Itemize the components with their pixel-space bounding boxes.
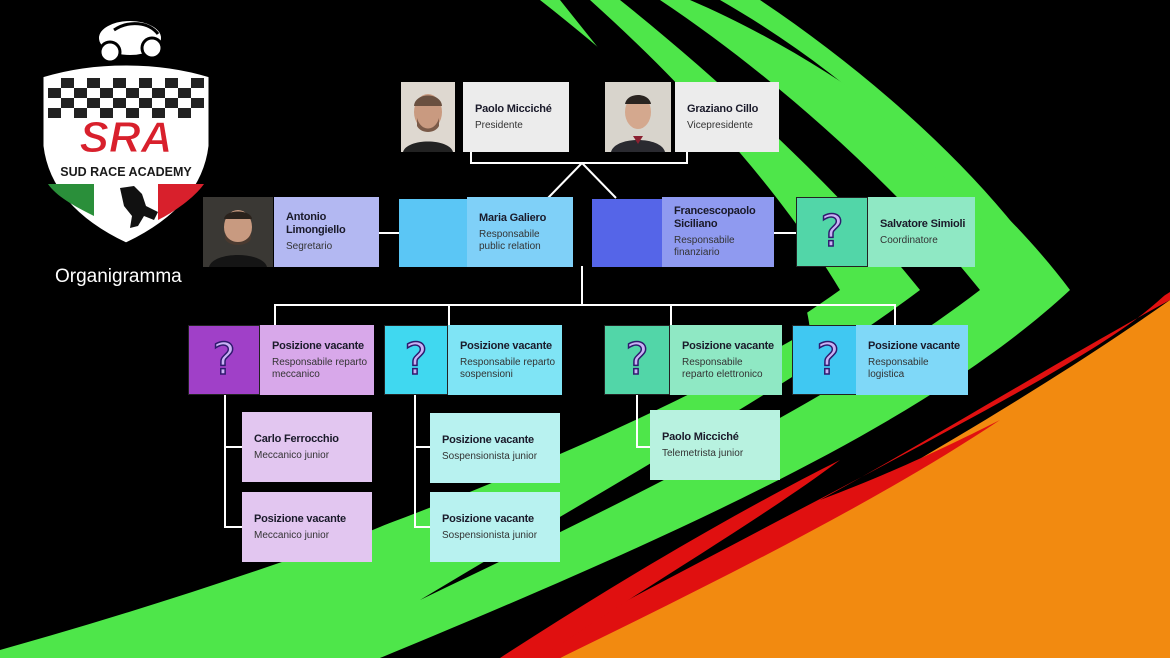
pr-card: Maria Galiero Responsabile public relati… [467, 197, 573, 267]
president-photo [401, 82, 455, 152]
pr-role: Responsabile public relation [479, 228, 541, 252]
connector-mech-v [224, 394, 226, 528]
connector-main-v [581, 266, 583, 306]
mech-head-name: Posizione vacante [272, 339, 364, 352]
checkered-flag [48, 78, 204, 118]
elec-head-placeholder: ? [604, 325, 670, 395]
connector-dept-v1 [274, 304, 276, 326]
question-mark-icon: ? [212, 334, 237, 385]
orange-area [560, 300, 1170, 658]
finance-color-block [592, 199, 662, 267]
secretary-role: Segretario [286, 241, 333, 252]
susp1-name: Posizione vacante [442, 433, 534, 446]
secretary-name: Antonio Limongiello [286, 211, 346, 236]
connector-elec-v [636, 394, 638, 448]
susp1-card: Posizione vacante Sospensionista junior [430, 413, 560, 483]
italian-flag-stripe-red [158, 184, 204, 220]
log-head-card: Posizione vacante Responsabile logistica [856, 325, 968, 395]
elec-head-card: Posizione vacante Responsabile reparto e… [670, 325, 782, 395]
susp1-role: Sospensionista junior [442, 450, 538, 462]
italy-map-icon [120, 186, 158, 228]
motorcycle-rider-icon [97, 19, 164, 64]
connector-dept-h [274, 304, 896, 306]
connector-top-v-right [686, 150, 688, 163]
connector-top-v-left [470, 150, 472, 163]
mech2-name: Posizione vacante [254, 512, 346, 525]
person-photo-icon [401, 82, 455, 152]
finance-role: Responsabile finanziario [674, 235, 735, 258]
coordinator-name: Salvatore Simioli [880, 217, 966, 230]
finance-card: Francescopaolo Siciliano Responsabile fi… [662, 197, 774, 267]
black-swoosh-cut [420, 0, 980, 600]
susp2-role: Sospensionista junior [442, 529, 538, 541]
mech-head-card: Posizione vacante Responsabile reparto m… [260, 325, 374, 395]
tele-name: Paolo Micciché [662, 430, 739, 443]
coordinator-placeholder: ? [796, 197, 868, 267]
elec-head-role: Responsabile reparto elettronico [682, 356, 763, 380]
vice-card: Graziano Cillo Vicepresidente [675, 82, 779, 152]
susp-head-placeholder: ? [384, 325, 448, 395]
log-head-role: Responsabile logistica [868, 356, 929, 380]
connector-mid-h-right [774, 232, 798, 234]
logo-brand-text: SRA [80, 113, 173, 162]
connector-mech-h2 [224, 526, 242, 528]
italian-flag-stripe-green [48, 184, 94, 216]
question-mark-icon: ? [625, 334, 650, 385]
connector-susp-h2 [414, 526, 430, 528]
susp-head-name: Posizione vacante [460, 339, 552, 352]
tele-card: Paolo Micciché Telemetrista junior [650, 410, 780, 480]
connector-mid-h [379, 232, 401, 234]
connector-mech-h1 [224, 446, 242, 448]
mech1-name: Carlo Ferrocchio [254, 432, 339, 445]
coordinator-card: Salvatore Simioli Coordinatore [868, 197, 975, 267]
vice-role: Vicepresidente [687, 119, 753, 131]
mech2-card: Posizione vacante Meccanico junior [242, 492, 372, 562]
president-role: Presidente [475, 119, 523, 131]
log-head-name: Posizione vacante [868, 339, 960, 352]
connector-elec-h [636, 446, 650, 448]
vice-name: Graziano Cillo [687, 102, 759, 115]
finance-name: Francescopaolo Siciliano [674, 205, 756, 230]
question-mark-icon: ? [404, 334, 429, 385]
secretary-photo [203, 197, 273, 267]
organigramma-title: Organigramma [55, 266, 182, 287]
log-head-placeholder: ? [792, 325, 864, 395]
mech-head-role: Responsabile reparto meccanico [272, 356, 368, 380]
connector-susp-v [414, 394, 416, 528]
question-mark-icon: ? [820, 206, 845, 257]
elec-head-name: Posizione vacante [682, 339, 774, 352]
susp2-card: Posizione vacante Sospensionista junior [430, 492, 560, 562]
mech2-role: Meccanico junior [254, 529, 330, 541]
mech-head-placeholder: ? [188, 325, 260, 395]
red-stripe-2 [500, 460, 840, 658]
coordinator-role: Coordinatore [880, 234, 938, 246]
question-mark-icon: ? [816, 334, 841, 385]
susp2-name: Posizione vacante [442, 512, 534, 525]
connector-dept-v2 [448, 304, 450, 326]
person-photo-icon [605, 82, 671, 152]
connector-susp-h1 [414, 446, 430, 448]
tele-role: Telemetrista junior [662, 447, 744, 459]
connector-dept-v4 [894, 304, 896, 326]
susp-head-role: Responsabile reparto sospensioni [460, 356, 556, 380]
president-name: Paolo Micciché [475, 102, 552, 115]
green-swoosh-outer [0, 0, 1070, 658]
pr-name: Maria Galiero [479, 211, 547, 224]
connector-fork [547, 162, 617, 199]
mech1-card: Carlo Ferrocchio Meccanico junior [242, 412, 372, 482]
connector-top-h [470, 162, 688, 164]
sra-logo: SRA SUD RACE ACADEMY [40, 19, 212, 246]
president-card: Paolo Micciché Presidente [463, 82, 569, 152]
logo-name-text: SUD RACE ACADEMY [60, 165, 192, 179]
secretary-card: Antonio Limongiello Segretario [274, 197, 379, 267]
green-swoosh-inner [720, 0, 1060, 300]
susp-head-card: Posizione vacante Responsabile reparto s… [448, 325, 562, 395]
vice-photo [605, 82, 671, 152]
person-photo-icon [203, 197, 273, 267]
mech1-role: Meccanico junior [254, 449, 330, 461]
connector-dept-v3 [670, 304, 672, 326]
pr-color-block [399, 199, 467, 267]
